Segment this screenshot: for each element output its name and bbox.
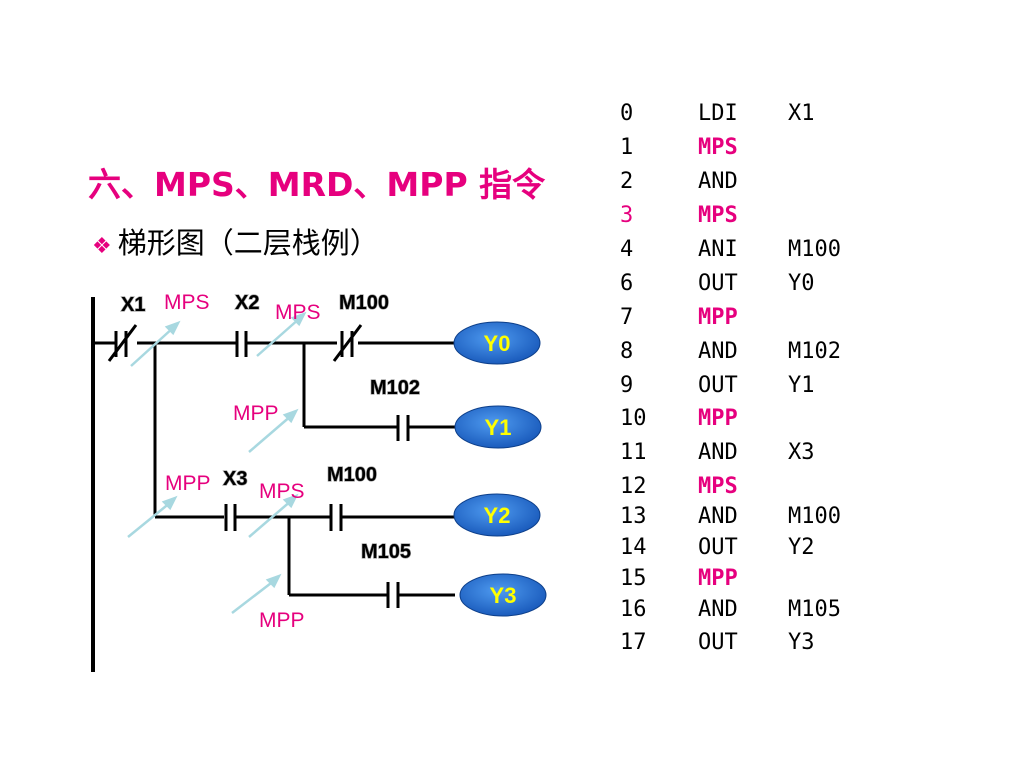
instruction-step: 13 (620, 504, 647, 529)
coil-y3: Y3 (459, 573, 547, 617)
instruction-op: MPS (698, 135, 738, 160)
instruction-operand: Y3 (788, 630, 815, 655)
coil-y0-label: Y0 (484, 331, 511, 356)
instruction-op: OUT (698, 373, 738, 398)
instruction-step: 11 (620, 440, 647, 465)
instruction-step: 0 (620, 101, 634, 126)
mps-3-label: MPS (259, 480, 305, 503)
contact-m100-no-label: M100 (327, 464, 377, 486)
instruction-operand: Y0 (788, 271, 815, 296)
instruction-op: OUT (698, 535, 738, 560)
instruction-op: MPP (698, 566, 738, 591)
contact-x3-label: X3 (223, 468, 247, 490)
contact-m100-no (329, 504, 343, 531)
coil-y1: Y1 (454, 405, 542, 449)
mpp-2-label: MPP (165, 472, 211, 495)
instruction-op: LDI (698, 101, 738, 126)
contact-m102 (396, 415, 410, 441)
instruction-operand: Y2 (788, 535, 815, 560)
contact-x1 (107, 324, 138, 362)
instruction-op: ANI (698, 237, 738, 262)
mpp-2-arrow-icon (127, 495, 178, 538)
instruction-step: 1 (620, 135, 634, 160)
instruction-step: 9 (620, 373, 634, 398)
instruction-op: AND (698, 597, 738, 622)
instruction-op: AND (698, 504, 738, 529)
contact-m100-nc (332, 324, 363, 362)
instruction-step: 7 (620, 305, 634, 330)
mpp-3-label: MPP (259, 609, 305, 632)
instruction-op: MPP (698, 305, 738, 330)
instruction-step: 10 (620, 406, 647, 431)
instruction-step: 14 (620, 535, 647, 560)
instruction-op: AND (698, 339, 738, 364)
contact-x2 (235, 331, 248, 357)
instruction-op: MPS (698, 203, 738, 228)
instruction-step: 17 (620, 630, 647, 655)
slide-subtitle: ❖梯形图（二层栈例） (92, 220, 379, 262)
instruction-operand: M100 (788, 504, 841, 529)
instruction-step: 4 (620, 237, 634, 262)
mpp-1-arrow-icon (248, 408, 299, 453)
mps-3-arrow-icon (248, 493, 299, 538)
coil-y3-label: Y3 (490, 583, 517, 608)
coil-y2: Y2 (453, 493, 541, 537)
coil-y2-label: Y2 (484, 503, 511, 528)
contact-x1-label: X1 (121, 294, 145, 316)
instruction-step: 12 (620, 474, 647, 499)
instruction-op: AND (698, 169, 738, 194)
subtitle-text: 梯形图（二层栈例） (117, 226, 379, 260)
instruction-op: MPS (698, 474, 738, 499)
mpp-1-label: MPP (233, 402, 279, 425)
instruction-operand: Y1 (788, 373, 815, 398)
instruction-operand: M100 (788, 237, 841, 262)
instruction-op: AND (698, 440, 738, 465)
instruction-op: OUT (698, 630, 738, 655)
contact-m102-label: M102 (370, 377, 420, 399)
instruction-step: 6 (620, 271, 634, 296)
instruction-op: OUT (698, 271, 738, 296)
contact-m100-nc-label: M100 (339, 292, 389, 314)
mps-1-label: MPS (164, 291, 210, 314)
coil-y0: Y0 (453, 321, 541, 365)
contact-m105-label: M105 (361, 541, 411, 563)
instruction-operand: X3 (788, 440, 815, 465)
coil-y1-label: Y1 (485, 415, 512, 440)
mpp-3-arrow-icon (231, 573, 282, 614)
mps-2-arrow-icon (256, 311, 307, 357)
instruction-step: 15 (620, 566, 647, 591)
instruction-step: 8 (620, 339, 634, 364)
instruction-op: MPP (698, 406, 738, 431)
mps-1-arrow-icon (130, 320, 181, 367)
instruction-step: 2 (620, 169, 634, 194)
instruction-operand: M102 (788, 339, 841, 364)
instruction-operand: X1 (788, 101, 815, 126)
instruction-step: 3 (620, 203, 634, 228)
contact-x3 (224, 504, 237, 531)
contact-m105 (386, 582, 400, 608)
mps-2-label: MPS (275, 301, 321, 324)
contact-x2-label: X2 (235, 292, 259, 314)
slide-title: 六、MPS、MRD、MPP 指令 (88, 165, 546, 204)
instruction-step: 16 (620, 597, 647, 622)
diamond-bullet-icon: ❖ (92, 234, 112, 259)
instruction-operand: M105 (788, 597, 841, 622)
